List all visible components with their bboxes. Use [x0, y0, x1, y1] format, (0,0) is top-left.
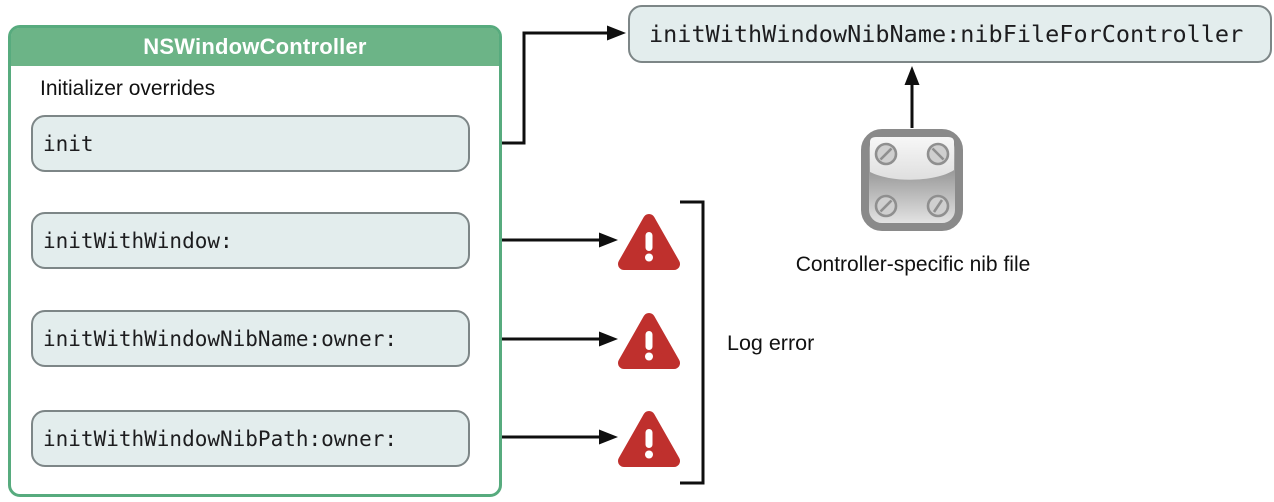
warning-icon [618, 313, 680, 369]
warning-icon [618, 214, 680, 270]
warning-icon [618, 411, 680, 467]
log-error-label: Log error [727, 331, 815, 355]
nib-file-icon [861, 129, 963, 231]
method-box-initwithwindownibname-owner: initWithWindowNibName:owner: [31, 310, 470, 367]
method-box-initwithwindow: initWithWindow: [31, 212, 470, 269]
nib-file-caption: Controller-specific nib file [795, 253, 1031, 276]
method-box-init: init [31, 115, 470, 172]
designated-initializer-box: initWithWindowNibName:nibFileForControll… [628, 5, 1272, 63]
log-error-bracket [680, 200, 705, 485]
class-title: NSWindowController [11, 28, 499, 66]
method-box-initwithwindownibpath-owner: initWithWindowNibPath:owner: [31, 410, 470, 467]
initializer-overrides-label: Initializer overrides [40, 77, 216, 100]
